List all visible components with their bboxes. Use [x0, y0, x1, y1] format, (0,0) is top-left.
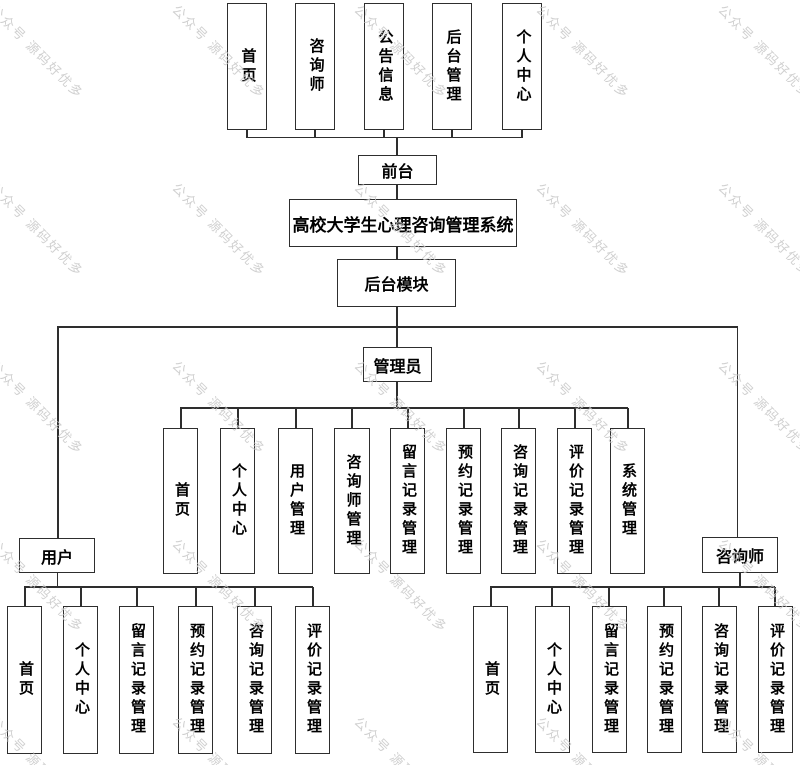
node-admin-user-management: 用户管理 — [278, 428, 313, 574]
connector-line — [351, 408, 353, 429]
connector-line — [396, 137, 398, 155]
connector-line — [396, 185, 398, 199]
node-counselor-consultation-records: 咨询记录管理 — [702, 606, 737, 753]
watermark-text: 公众号 源码好优多 — [715, 180, 800, 280]
watermark-text: 公众号 源码好优多 — [351, 714, 451, 765]
connector-line — [56, 573, 58, 587]
connector-line — [396, 382, 398, 408]
watermark-text: 公众号 源码好优多 — [715, 358, 800, 458]
connector-line — [180, 407, 628, 409]
node-system-root: 高校大学生心理咨询管理系统 — [289, 199, 517, 247]
watermark-text: 公众号 源码好优多 — [0, 2, 87, 102]
connector-line — [396, 247, 398, 259]
watermark-text: 公众号 源码好优多 — [169, 180, 269, 280]
connector-line — [295, 408, 297, 429]
connector-line — [396, 307, 398, 327]
connector-line — [774, 587, 776, 607]
connector-line — [314, 130, 316, 138]
connector-line — [396, 326, 398, 347]
connector-line — [57, 326, 59, 538]
node-user-home: 首页 — [7, 606, 42, 754]
node-admin-appointment-records: 预约记录管理 — [446, 428, 481, 574]
node-admin: 管理员 — [363, 347, 432, 382]
connector-line — [627, 408, 629, 429]
connector-line — [736, 326, 738, 537]
node-counselor-message-records: 留言记录管理 — [592, 606, 627, 753]
node-admin-evaluation-records: 评价记录管理 — [557, 428, 592, 574]
node-front-announcement-info: 公告信息 — [364, 3, 404, 130]
connector-line — [718, 587, 720, 607]
connector-line — [383, 130, 385, 138]
connector-line — [57, 326, 738, 328]
node-front-backend-management: 后台管理 — [432, 3, 472, 130]
node-counselor-appointment-records: 预约记录管理 — [647, 606, 682, 753]
connector-line — [246, 136, 523, 138]
connector-line — [490, 586, 775, 588]
watermark-text: 公众号 源码好优多 — [533, 180, 633, 280]
node-user-appointment-records: 预约记录管理 — [178, 606, 213, 754]
connector-line — [180, 408, 182, 429]
connector-line — [195, 587, 197, 607]
node-admin-personal-center: 个人中心 — [220, 428, 255, 574]
connector-line — [136, 587, 138, 607]
connector-line — [254, 587, 256, 607]
connector-line — [237, 408, 239, 429]
node-front-personal-center: 个人中心 — [502, 3, 542, 130]
connector-line — [451, 130, 453, 138]
node-counselor-home: 首页 — [473, 606, 508, 753]
node-user-personal-center: 个人中心 — [63, 606, 98, 754]
connector-line — [463, 408, 465, 429]
node-front-home: 首页 — [227, 3, 267, 130]
node-counselor-personal-center: 个人中心 — [535, 606, 570, 753]
node-counselor: 咨询师 — [702, 537, 778, 573]
watermark-text: 公众号 源码好优多 — [0, 180, 87, 280]
node-user-consultation-records: 咨询记录管理 — [237, 606, 272, 754]
connector-line — [80, 587, 82, 607]
connector-line — [663, 587, 665, 607]
node-user-message-records: 留言记录管理 — [119, 606, 154, 754]
node-user: 用户 — [19, 538, 95, 573]
node-admin-counselor-management: 咨询师管理 — [334, 428, 370, 574]
node-admin-home: 首页 — [163, 428, 198, 574]
connector-line — [608, 587, 610, 607]
connector-line — [407, 408, 409, 429]
node-admin-message-records: 留言记录管理 — [390, 428, 425, 574]
node-front-counselor: 咨询师 — [295, 3, 335, 130]
node-admin-consultation-records: 咨询记录管理 — [501, 428, 536, 574]
watermark-text: 公众号 源码好优多 — [0, 358, 87, 458]
connector-line — [246, 130, 248, 138]
connector-line — [24, 587, 26, 607]
connector-line — [574, 408, 576, 429]
node-front: 前台 — [358, 155, 437, 185]
connector-line — [551, 587, 553, 607]
node-backend-module: 后台模块 — [337, 259, 456, 307]
node-user-evaluation-records: 评价记录管理 — [295, 606, 330, 754]
connector-line — [312, 587, 314, 607]
connector-line — [24, 586, 313, 588]
connector-line — [490, 587, 492, 607]
watermark-text: 公众号 源码好优多 — [533, 2, 633, 102]
connector-line — [521, 130, 523, 138]
node-counselor-evaluation-records: 评价记录管理 — [758, 606, 793, 753]
node-admin-system-management: 系统管理 — [610, 428, 645, 574]
watermark-text: 公众号 源码好优多 — [715, 2, 800, 102]
connector-line — [739, 573, 741, 587]
connector-line — [518, 408, 520, 429]
